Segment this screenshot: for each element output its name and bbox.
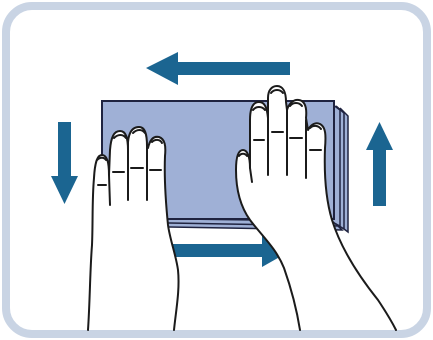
left-hand-icon bbox=[88, 127, 179, 330]
